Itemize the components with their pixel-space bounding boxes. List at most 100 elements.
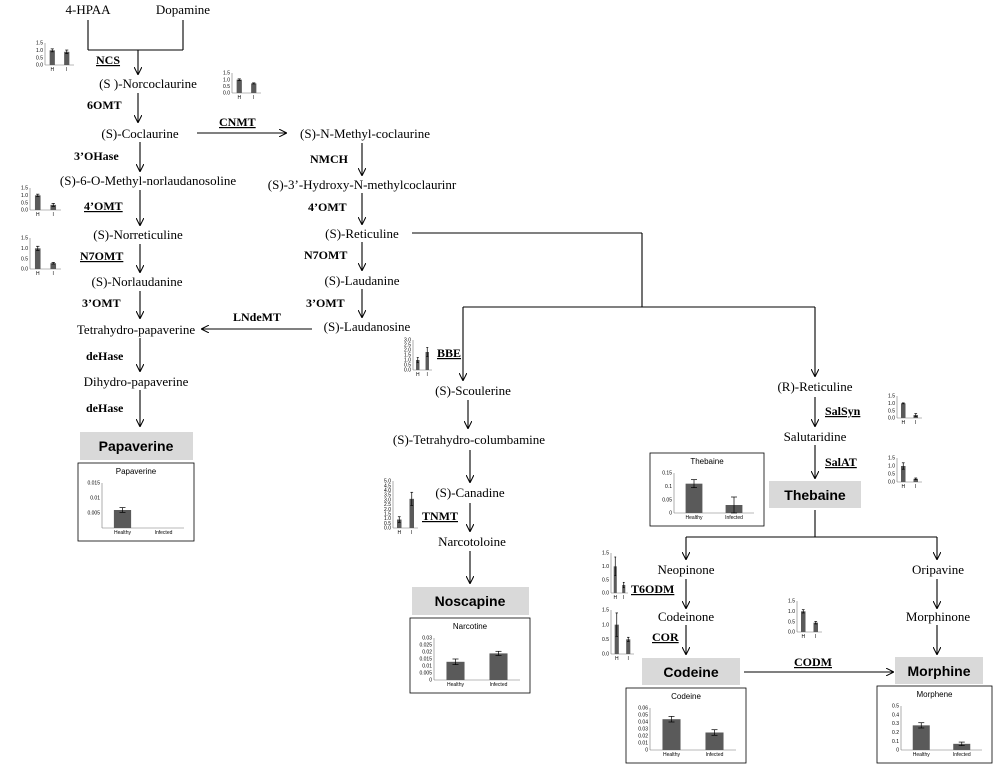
y-tick-label: 1.5 bbox=[602, 608, 609, 614]
x-tick-label: I bbox=[628, 656, 629, 662]
y-tick-label: 0.5 bbox=[21, 256, 28, 262]
y-tick-label: 0.0 bbox=[21, 267, 28, 273]
metabolite-neopinone: Neopinone bbox=[657, 562, 714, 577]
chart-frame bbox=[625, 687, 747, 764]
y-tick-label: 1.0 bbox=[36, 48, 43, 54]
product-morphine: Morphine bbox=[908, 663, 971, 679]
bar-i bbox=[409, 498, 414, 528]
y-tick-label: 0.0 bbox=[788, 630, 795, 636]
y-tick-label: 0.5 bbox=[892, 704, 899, 710]
enzyme-salat: SalAT bbox=[825, 455, 857, 469]
y-tick-label: 0.06 bbox=[638, 706, 648, 712]
y-tick-label: 0.5 bbox=[384, 521, 391, 527]
y-tick-label: 1.0 bbox=[888, 464, 895, 470]
y-tick-label: 0.05 bbox=[638, 713, 648, 719]
y-tick-label: 0.5 bbox=[21, 200, 28, 206]
y-tick-label: 0.04 bbox=[638, 720, 648, 726]
x-tick-label: H bbox=[801, 634, 805, 640]
y-tick-label: 0.5 bbox=[788, 619, 795, 625]
y-tick-label: 4.0 bbox=[384, 488, 391, 494]
metabolite-salutaridine: Salutaridine bbox=[784, 429, 847, 444]
bar-healthy bbox=[912, 725, 930, 750]
x-tick-label: Healthy bbox=[114, 530, 131, 536]
y-tick-label: 0.015 bbox=[419, 657, 432, 663]
metabolite-laudanosine: (S)-Laudanosine bbox=[324, 319, 411, 334]
x-tick-label: H bbox=[50, 67, 54, 73]
bar-healthy bbox=[662, 719, 681, 750]
y-tick-label: 1.0 bbox=[21, 193, 28, 199]
x-tick-label: Healthy bbox=[447, 682, 464, 688]
bar-infected bbox=[953, 743, 971, 750]
y-tick-label: 1.0 bbox=[788, 609, 795, 615]
x-tick-label: I bbox=[623, 595, 624, 601]
bar-healthy bbox=[113, 510, 132, 528]
product-papaverine: Papaverine bbox=[99, 438, 174, 454]
product-thebaine: Thebaine bbox=[784, 487, 846, 503]
x-tick-label: Infected bbox=[725, 515, 743, 521]
product-noscapine: Noscapine bbox=[435, 593, 506, 609]
bar-h bbox=[34, 195, 41, 210]
bar-i bbox=[50, 263, 57, 269]
y-tick-label: 0.025 bbox=[419, 643, 432, 649]
metabolite-methyl-norlaudanosoline: (S)-6-O-Methyl-norlaudanosoline bbox=[60, 173, 236, 188]
bar-h bbox=[613, 566, 617, 593]
y-tick-label: 0.1 bbox=[892, 739, 899, 745]
bar-healthy bbox=[446, 661, 465, 680]
y-tick-label: 0.5 bbox=[36, 55, 43, 61]
y-tick-label: 0.0 bbox=[384, 526, 391, 532]
metabolite-canadine: (S)-Canadine bbox=[435, 485, 505, 500]
codeine-box bbox=[642, 658, 740, 685]
y-tick-label: 0.005 bbox=[87, 511, 100, 517]
y-tick-label: 1.0 bbox=[223, 77, 230, 83]
y-tick-label: 0.4 bbox=[892, 712, 899, 718]
y-tick-label: 2.5 bbox=[404, 343, 411, 349]
y-tick-label: 0.0 bbox=[36, 63, 43, 69]
bar-i bbox=[813, 622, 818, 632]
noscapine-box bbox=[412, 587, 529, 615]
enzyme-dehase-1: deHase bbox=[86, 349, 124, 363]
y-tick-label: 1.5 bbox=[21, 186, 28, 192]
y-tick-label: 0.3 bbox=[892, 721, 899, 727]
y-tick-label: 0 bbox=[645, 748, 648, 754]
x-tick-label: H bbox=[36, 271, 40, 277]
y-tick-label: 1.5 bbox=[788, 599, 795, 605]
metabolite-coclaurine: (S)-Coclaurine bbox=[101, 126, 178, 141]
x-tick-label: I bbox=[815, 634, 816, 640]
bar-i bbox=[913, 478, 918, 482]
metabolite-r-reticuline: (R)-Reticuline bbox=[777, 379, 852, 394]
x-tick-label: Infected bbox=[490, 682, 508, 688]
y-tick-label: 5.0 bbox=[384, 479, 391, 485]
y-tick-label: 0.5 bbox=[888, 408, 895, 414]
x-tick-label: H bbox=[901, 420, 905, 426]
y-tick-label: 1.5 bbox=[36, 41, 43, 47]
x-tick-label: I bbox=[915, 420, 916, 426]
metabolite-norlaudanine: (S)-Norlaudanine bbox=[92, 274, 183, 289]
x-tick-label: H bbox=[901, 484, 905, 490]
bar-h bbox=[901, 403, 906, 418]
thebaine-box bbox=[769, 481, 861, 508]
bar-h bbox=[49, 50, 55, 65]
chart-title: Thebaine bbox=[690, 457, 724, 466]
chart-title: Morphene bbox=[916, 690, 953, 699]
y-tick-label: 0.0 bbox=[602, 591, 609, 597]
bar-h bbox=[397, 519, 402, 528]
y-tick-label: 1.5 bbox=[888, 394, 895, 400]
y-tick-label: 0.03 bbox=[422, 636, 432, 642]
y-tick-label: 3.0 bbox=[404, 338, 411, 344]
final-products: Papaverine Noscapine Thebaine Codeine Mo… bbox=[80, 432, 983, 685]
x-tick-label: H bbox=[237, 95, 241, 101]
bar-h bbox=[801, 611, 806, 632]
y-tick-label: 0.01 bbox=[638, 741, 648, 747]
y-tick-label: 0.0 bbox=[223, 91, 230, 97]
enzyme-salsyn: SalSyn bbox=[825, 404, 861, 418]
enzyme-bbe: BBE bbox=[437, 346, 461, 360]
